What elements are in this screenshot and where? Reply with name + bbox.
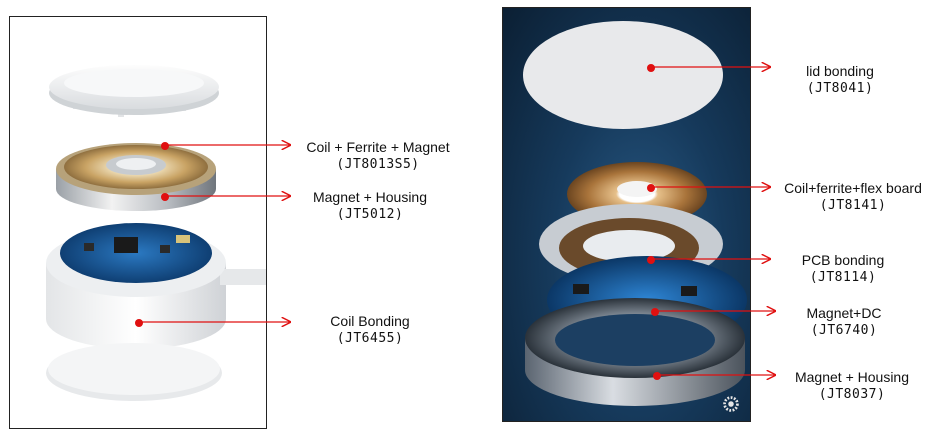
gear-icon: [723, 396, 739, 412]
callout-code: (JT6740): [810, 323, 878, 338]
callout-coil-bonding: Coil Bonding (JT6455): [310, 312, 430, 348]
callout-name: Magnet + Housing: [312, 189, 428, 205]
housing-part: [46, 223, 266, 349]
callout-name: Coil Bonding: [330, 313, 410, 329]
marker-dot: [161, 142, 169, 150]
left-exploded-illustration: [46, 65, 266, 401]
callout-code: (JT5012): [336, 207, 404, 222]
callout-code: (JT8013S5): [336, 157, 420, 172]
callout-name: Coil + Ferrite + Magnet: [306, 139, 450, 155]
callout-name: PCB bonding: [801, 252, 885, 268]
callout-code: (JT8114): [809, 270, 877, 285]
marker-dot: [161, 193, 169, 201]
callout-lid-bonding: lid bonding (JT8041): [790, 62, 890, 98]
marker-dot: [647, 64, 655, 72]
right-exploded-illustration: [523, 21, 747, 406]
callout-name: Coil+ferrite+flex board: [784, 180, 922, 196]
callout-code: (JT8141): [819, 198, 887, 213]
callout-magnet-dc: Magnet+DC (JT6740): [792, 304, 896, 340]
coil-module-part: [56, 143, 216, 211]
marker-dot: [651, 308, 659, 316]
marker-dot: [653, 372, 661, 380]
callout-magnet-housing-right: Magnet + Housing (JT8037): [782, 368, 922, 404]
marker-dot: [647, 256, 655, 264]
bottom-pad-part: [46, 343, 222, 401]
lid-part: [49, 65, 219, 117]
callout-name: Magnet + Housing: [794, 369, 910, 385]
callout-magnet-housing-left: Magnet + Housing (JT5012): [300, 188, 440, 224]
callout-code: (JT6455): [336, 331, 404, 346]
marker-dot: [647, 184, 655, 192]
callout-code: (JT8037): [818, 387, 886, 402]
callout-coil-ferrite-magnet: Coil + Ferrite + Magnet (JT8013S5): [297, 138, 459, 174]
marker-dot: [135, 319, 143, 327]
right-product-image: [502, 7, 751, 422]
lid-disc: [523, 21, 723, 129]
callout-name: lid bonding: [806, 63, 874, 79]
callout-coil-ferrite-flex: Coil+ferrite+flex board (JT8141): [772, 179, 934, 215]
callout-name: Magnet+DC: [806, 305, 882, 321]
left-product-image: [9, 16, 267, 429]
callout-pcb-bonding: PCB bonding (JT8114): [788, 251, 898, 287]
callout-code: (JT8041): [806, 81, 874, 96]
